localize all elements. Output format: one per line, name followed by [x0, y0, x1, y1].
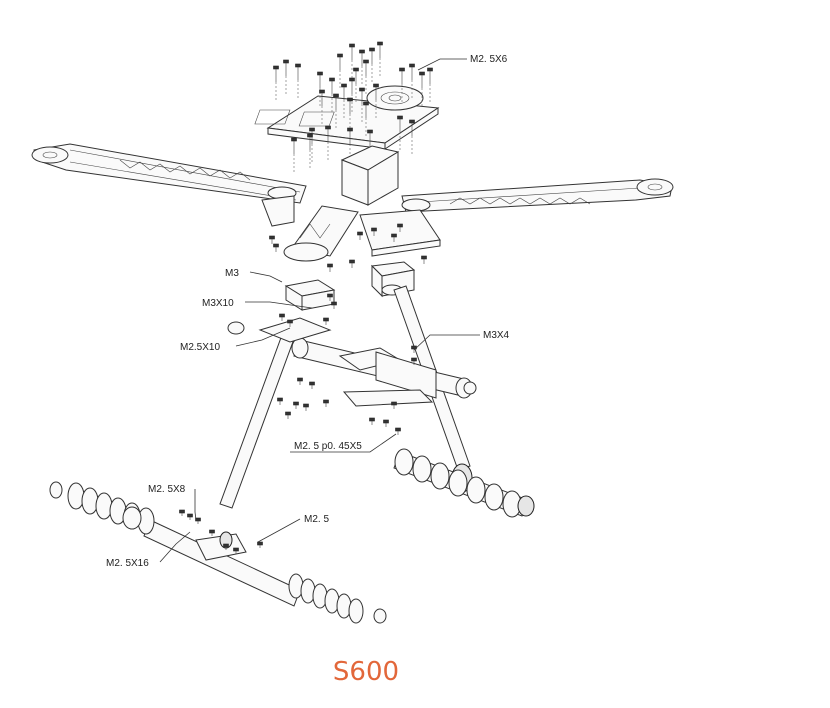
screw-icon	[373, 83, 379, 118]
screw-icon	[419, 71, 425, 106]
screw-icon	[363, 101, 369, 136]
screw-icon	[195, 517, 201, 524]
screw-icon	[383, 419, 389, 427]
screw-icon	[285, 411, 291, 419]
left-foot-screws	[179, 509, 263, 554]
screw-icon	[347, 97, 353, 132]
label-m25x6: M2. 5X6	[470, 54, 508, 65]
screw-icon	[347, 127, 353, 162]
left-arm	[31, 143, 307, 204]
screw-icon	[359, 49, 365, 84]
screw-icon	[399, 67, 405, 102]
screw-icon	[369, 47, 375, 82]
screw-icon	[327, 263, 333, 272]
screw-icon	[323, 317, 329, 325]
label-m25p045x5: M2. 5 p0. 45X5	[294, 441, 362, 452]
screw-icon	[179, 509, 185, 516]
screw-icon	[409, 119, 415, 154]
screw-icon	[363, 59, 369, 94]
screw-icon	[397, 115, 403, 150]
cross-bar	[227, 317, 477, 407]
screw-icon	[329, 77, 335, 112]
screw-icon	[297, 377, 303, 385]
left-leg-tube	[219, 323, 299, 509]
label-m25: M2. 5	[304, 514, 329, 525]
screw-icon	[269, 235, 275, 244]
screw-icon	[349, 43, 355, 78]
label-m3x10: M3X10	[202, 298, 234, 309]
screw-icon	[427, 67, 433, 102]
screw-icon	[291, 137, 297, 172]
screw-icon	[223, 543, 229, 550]
top-screws	[273, 41, 433, 172]
screw-icon	[395, 427, 401, 435]
screw-icon	[359, 87, 365, 122]
right-foot-tube	[393, 448, 535, 518]
screw-icon	[353, 67, 359, 102]
screw-icon	[409, 63, 415, 98]
screw-icon	[303, 403, 309, 411]
screw-icon	[187, 513, 193, 520]
screw-icon	[325, 125, 331, 160]
screw-icon	[293, 401, 299, 409]
screw-icon	[307, 133, 313, 168]
screw-icon	[319, 89, 325, 124]
label-m25x10: M2.5X10	[180, 342, 220, 353]
screw-icon	[369, 417, 375, 425]
label-m3x4: M3X4	[483, 330, 510, 341]
screw-icon	[421, 255, 427, 264]
screw-icon	[257, 541, 263, 548]
gimbal-mount-disc	[366, 85, 424, 111]
screw-icon	[287, 319, 293, 327]
label-m25x8: M2. 5X8	[148, 484, 186, 495]
screw-icon	[397, 223, 403, 232]
screw-icon	[411, 357, 417, 365]
diagram-title: S600	[333, 657, 399, 687]
screw-icon	[349, 259, 355, 268]
screw-icon	[333, 93, 339, 128]
screw-icon	[357, 231, 363, 240]
clamp-top	[284, 279, 336, 311]
screw-icon	[273, 243, 279, 252]
screw-icon	[233, 547, 239, 554]
right-arm	[401, 178, 674, 213]
screw-icon	[317, 71, 323, 106]
screw-icon	[309, 381, 315, 389]
label-m3: M3	[225, 268, 239, 279]
screw-icon	[391, 233, 397, 242]
screw-icon	[279, 313, 285, 321]
screw-icon	[391, 401, 397, 409]
screw-icon	[341, 83, 347, 118]
screw-icon	[283, 59, 289, 94]
screw-icon	[295, 63, 301, 98]
screw-icon	[327, 293, 333, 301]
label-m25x16: M2. 5X16	[106, 558, 149, 569]
lower-plate-screws	[269, 223, 427, 272]
screw-icon	[277, 397, 283, 405]
screw-icon	[323, 399, 329, 407]
cross-bar-screws	[277, 293, 417, 435]
screw-icon	[309, 127, 315, 162]
screw-icon	[209, 529, 215, 536]
screw-icon	[337, 53, 343, 88]
screw-icon	[377, 41, 383, 76]
screw-icon	[331, 301, 337, 309]
screw-icon	[273, 65, 279, 100]
screw-icon	[371, 227, 377, 236]
left-foot-tube	[49, 481, 387, 624]
leader-lines	[159, 58, 480, 563]
screw-icon	[349, 77, 355, 112]
